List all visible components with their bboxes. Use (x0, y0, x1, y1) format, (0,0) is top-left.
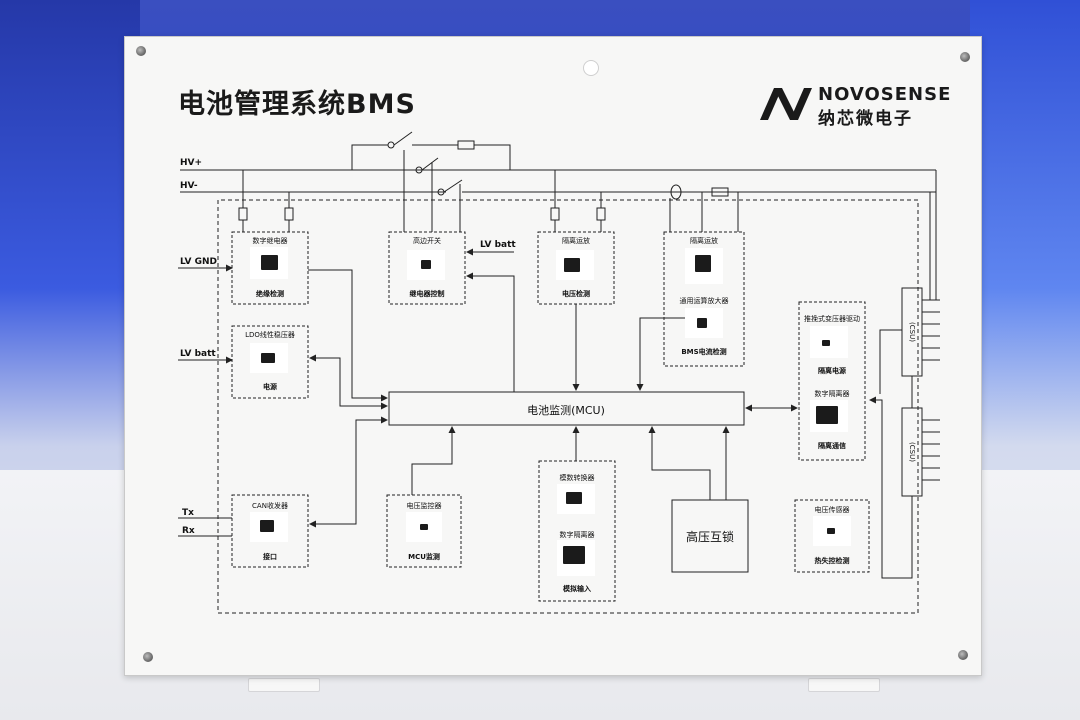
interface-label: 接口 (263, 553, 277, 561)
screw-icon (136, 46, 146, 56)
mcu-monitor-label: MCU监测 (408, 553, 440, 561)
brand-name-en: NOVOSENSE (818, 84, 952, 105)
screw-icon (958, 650, 968, 660)
chip-ldo (250, 343, 288, 373)
chip-voltage-sensor (813, 516, 851, 546)
brand-name-cn: 纳芯微电子 (818, 109, 913, 129)
board-stand-left (248, 678, 320, 692)
isolated-power-label: 隔离电源 (818, 367, 846, 375)
lv-gnd-label: LV GND (180, 257, 217, 267)
lv-batt-left-label: LV batt (180, 349, 216, 359)
voltage-detection-label: 电压检测 (562, 290, 590, 298)
chip-transformer-driver (810, 326, 848, 358)
hv-interlock-label: 高压互锁 (685, 530, 735, 544)
chip-isolated-opamp (556, 250, 594, 280)
hanging-hole (583, 60, 599, 76)
csu-top-label: (CSU) (908, 322, 916, 342)
isolated-communication-label: 隔离通信 (818, 442, 846, 450)
insulation-detection-label: 绝缘检测 (256, 290, 284, 298)
isolated-opamp-label: 隔离运放 (562, 237, 590, 245)
chip-can-transceiver (250, 512, 288, 542)
voltage-sensor-label: 电压传感器 (814, 506, 850, 514)
chip-high-side-switch (407, 250, 445, 280)
screw-icon (960, 52, 970, 62)
digital-relay-label: 数字继电器 (252, 237, 288, 245)
hv-minus-label: HV- (180, 181, 198, 191)
relay-control-label: 继电器控制 (409, 290, 445, 298)
high-side-switch-label: 高边开关 (413, 237, 441, 245)
chip-digital-relay (250, 247, 288, 279)
novosense-logo-icon (760, 88, 812, 120)
digital-isolator-2-label: 数字隔离器 (559, 531, 595, 539)
isolated-opamp-2-label: 隔离运放 (690, 237, 718, 245)
transformer-driver-label: 推挽式变压器驱动 (804, 315, 860, 323)
can-transceiver-label: CAN收发器 (252, 502, 288, 510)
adc-label: 模数转换器 (559, 474, 595, 482)
bms-current-detection-label: BMS电流检测 (681, 348, 727, 356)
chip-digital-isolator-2 (557, 540, 595, 576)
page-title: 电池管理系统BMS (178, 89, 416, 120)
chip-voltage-monitor (406, 512, 442, 542)
board-stand-right (808, 678, 880, 692)
csu-bottom-label: (CSU) (908, 442, 916, 462)
digital-isolator-label: 数字隔离器 (814, 390, 850, 398)
hv-plus-label: HV+ (180, 158, 203, 168)
chip-general-opamp (685, 308, 723, 338)
general-opamp-label: 通用运算放大器 (679, 297, 729, 305)
rx-label: Rx (182, 526, 195, 536)
tx-label: Tx (182, 508, 194, 518)
screw-icon (143, 652, 153, 662)
thermal-runaway-label: 热失控检测 (814, 557, 850, 565)
mcu-label: 电池监测(MCU) (527, 404, 605, 417)
power-label: 电源 (263, 383, 277, 391)
voltage-monitor-label: 电压监控器 (406, 502, 442, 510)
lv-batt-top-label: LV batt (480, 240, 516, 250)
ldo-label: LDO线性稳压器 (245, 331, 295, 339)
analog-input-label: 模拟输入 (563, 585, 591, 593)
chip-adc (557, 484, 595, 514)
chip-digital-isolator (810, 400, 848, 432)
chip-isolated-opamp-2 (685, 248, 723, 284)
